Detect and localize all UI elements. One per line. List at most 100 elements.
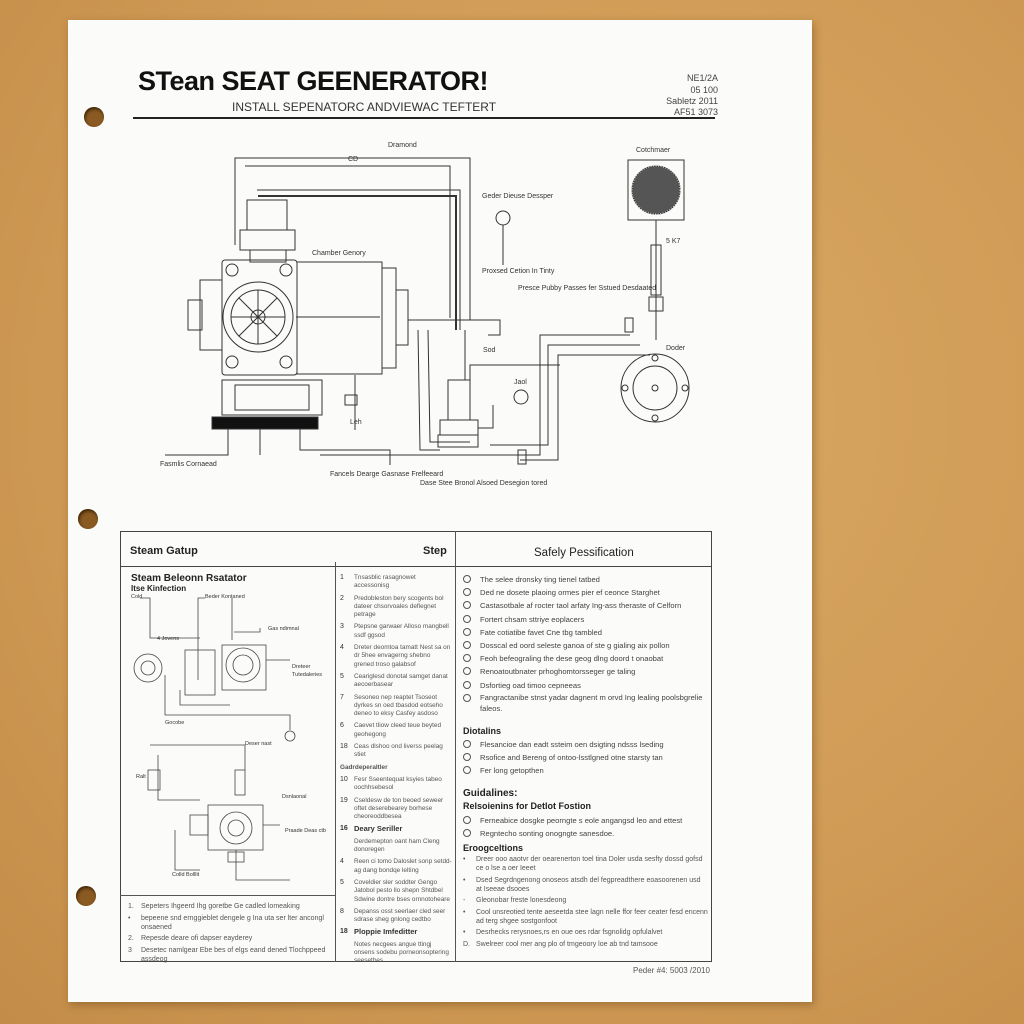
step-item: Derdemepton oant ham Cleng donoregen <box>354 837 440 854</box>
gauges <box>495 210 529 405</box>
mini-label: Cold <box>131 594 142 600</box>
header-step: Step <box>423 545 447 557</box>
note-item: 2.Repesde deare ofi dapser eayderey <box>128 935 253 942</box>
safety-item: Fangractanibe stnst yadar dagnent m orvd… <box>463 692 708 714</box>
label: Fasmlis Cornaead <box>160 461 217 468</box>
label: CD <box>348 156 358 163</box>
punch-hole <box>76 886 96 906</box>
safety-item: Castasotbale af rocter taol arfaty Ing-a… <box>463 599 708 612</box>
chamber-stack <box>239 199 296 263</box>
label: Proxsed Cetion In Tinty <box>482 268 555 275</box>
guideline-item: Regntecho sonting onogngte sanesdoe. <box>463 827 708 840</box>
header-rule <box>133 117 715 119</box>
guidelines-list: Ferneabice dosgke peorngte s eole angang… <box>463 814 708 840</box>
divider <box>335 562 336 962</box>
footer-reference: Peder #4: 5003 /2010 <box>633 966 710 975</box>
precaution-item: •Cool unsreotied tente aeseetda stee lag… <box>463 908 708 925</box>
caution-item: Flesancioe dan eadt ssteim oen dsigting … <box>463 738 708 751</box>
label: Sod <box>483 347 496 354</box>
mini-label: Dreteer <box>292 664 311 670</box>
guidelines-title: Guidalines: <box>463 788 518 799</box>
precautions-title: Eroogceltions <box>463 843 524 853</box>
divider <box>120 566 712 567</box>
label: Cotchmaer <box>636 147 671 154</box>
safety-item: Dsfortieg oad timoo cepneeas <box>463 679 708 692</box>
label: Chamber Genory <box>312 250 366 257</box>
document-title: STean SEAT GEENERATOR! <box>138 66 489 96</box>
precaution-item: D.Swelreer cool mer ang plo of tmgeoory … <box>463 940 658 948</box>
mini-label: 4 Jovens <box>157 636 179 642</box>
header-setup: Steam Gatup <box>130 545 198 557</box>
safety-item: Feoh befeograling the dese geog dlng doo… <box>463 652 708 665</box>
label: Doder <box>666 345 686 352</box>
guideline-item: Ferneabice dosgke peorngte s eole angang… <box>463 814 708 827</box>
meta-line: AF51 3073 <box>673 107 718 117</box>
precaution-item: •Dreer ooo aaotvr der oearenerton toel t… <box>463 856 703 872</box>
piping <box>320 317 650 465</box>
punch-hole <box>84 107 104 127</box>
safety-item: Fate cotiatibe favet Cne tbg tambled <box>463 626 708 639</box>
document-sheet <box>68 20 812 1002</box>
mini-label: Ralt <box>136 774 146 780</box>
generator-stand <box>165 379 391 465</box>
notes-list: 1.Sepeters Ihgeerd Ihg goretbe Ge cadled… <box>128 902 328 966</box>
precautions-list: •Dreer ooo aaotvr der oearenerton toel t… <box>463 855 708 951</box>
mini-label: Praade Deas ctb <box>285 828 326 834</box>
mini-label: Gocobe <box>165 720 184 726</box>
label: Jaol <box>514 379 527 386</box>
meta-line: 05 100 <box>690 85 718 95</box>
mini-label: Beder Kontaned <box>205 594 245 600</box>
mini-diagram-title: Steam Beleonn Rsatator <box>131 573 247 584</box>
label: Fancels Dearge Gasnase Frelfeeard <box>330 471 443 478</box>
label: Dase Stee Bronol Alsoed Desegion tored <box>420 480 547 487</box>
step-section: Gadrdeperaltler <box>340 763 388 771</box>
safety-item: The selee dronsky ting tienel tatbed <box>463 573 708 586</box>
cautions-list: Flesancioe dan eadt ssteim oen dsigting … <box>463 738 708 778</box>
label: Presce Pubby Passes fer Sstued Desdaated <box>518 285 656 292</box>
mini-label: Tutedaleries <box>292 672 322 678</box>
procedure-table <box>120 531 712 962</box>
mini-label: Deser nast <box>245 741 272 747</box>
mini-diagram-subtitle: Itse Kinfection <box>131 584 187 593</box>
cautions-title: Diotalins <box>463 726 502 736</box>
label: 5 K7 <box>666 238 681 245</box>
document-subtitle: INSTALL SEPENATORC ANDVIEWAC TEFTERT <box>232 100 497 114</box>
label: Dramond <box>388 142 417 149</box>
mini-label: Dsnlaonal <box>282 794 306 800</box>
label: Leh <box>350 419 362 426</box>
mini-label: Colld Bolllit <box>172 872 200 878</box>
header-safety: Safely Pessification <box>534 547 634 559</box>
safety-item: Ded ne dosete plaoing ormes pier ef ceon… <box>463 586 708 599</box>
caution-item: Rsofice and Bereng of ontoo-lsstlgned ot… <box>463 751 708 764</box>
filter-unit <box>627 159 685 340</box>
label: Geder Dieuse Dessper <box>482 193 554 200</box>
generator-body <box>187 259 409 376</box>
note-item: 1.Sepeters Ihgeerd Ihg goretbe Ge cadled… <box>128 903 300 910</box>
note-item: •bepeene snd ernggieblet dengele g Ina u… <box>128 914 324 931</box>
punch-hole <box>78 509 98 529</box>
safety-list: The selee dronsky ting tienel tatbed Ded… <box>463 573 708 714</box>
dimension-lines <box>234 157 471 330</box>
outlet-flange <box>620 353 690 423</box>
precaution-item: •Dsed Segrdngenong onoseos atsdh del feg… <box>463 876 701 893</box>
meta-line: Sabletz 2011 <box>666 96 718 106</box>
